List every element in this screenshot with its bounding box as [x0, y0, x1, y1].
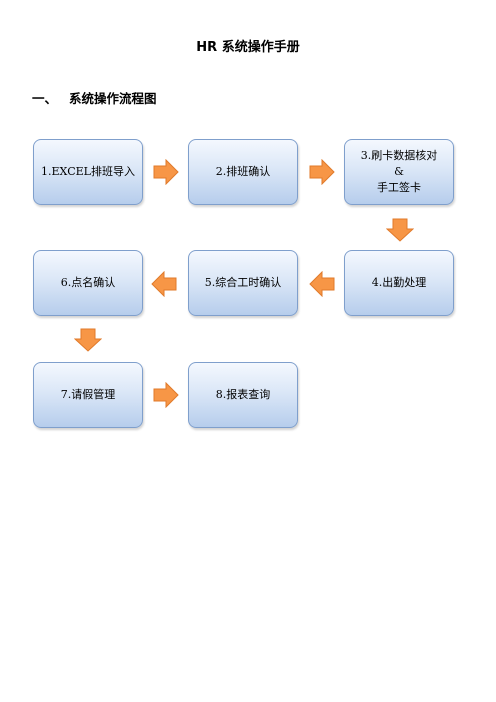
- flow-step-4-label: 4.出勤处理: [371, 276, 427, 289]
- flow-step-3-line-3: 手工签卡: [377, 181, 421, 194]
- right-arrow-icon: [153, 159, 179, 185]
- flow-step-7-label: 7.请假管理: [60, 388, 116, 401]
- flow-step-6: 6.点名确认: [33, 250, 143, 316]
- flow-step-1-label: 1.EXCEL排班导入: [41, 165, 135, 178]
- flow-step-8: 8.报表查询: [188, 362, 298, 428]
- flow-step-1: 1.EXCEL排班导入: [33, 139, 143, 205]
- section-number: 一、: [32, 91, 58, 106]
- down-arrow-icon: [386, 218, 414, 242]
- flow-step-2-label: 2.排班确认: [215, 165, 271, 178]
- document-title: HR 系统操作手册: [196, 40, 300, 55]
- flow-step-7: 7.请假管理: [33, 362, 143, 428]
- right-arrow-icon: [153, 382, 179, 408]
- section-title: 系统操作流程图: [69, 91, 157, 106]
- flow-step-5: 5.综合工时确认: [188, 250, 298, 316]
- down-arrow-icon: [74, 328, 102, 352]
- section-heading: 一、系统操作流程图: [32, 88, 157, 107]
- right-arrow-icon: [309, 159, 335, 185]
- flow-step-5-label: 5.综合工时确认: [204, 276, 282, 289]
- flow-step-3: 3.刷卡数据核对 & 手工签卡: [344, 139, 454, 205]
- flow-step-8-label: 8.报表查询: [215, 388, 271, 401]
- flow-step-3-line-2: &: [394, 165, 404, 178]
- flow-step-4: 4.出勤处理: [344, 250, 454, 316]
- left-arrow-icon: [309, 271, 335, 297]
- flow-step-6-label: 6.点名确认: [60, 276, 116, 289]
- flow-step-3-line-1: 3.刷卡数据核对: [360, 149, 438, 162]
- flow-step-2: 2.排班确认: [188, 139, 298, 205]
- left-arrow-icon: [151, 271, 177, 297]
